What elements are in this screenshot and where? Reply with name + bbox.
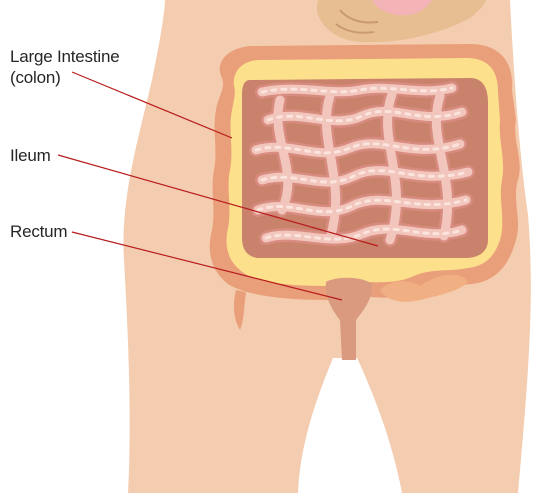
- label-ileum: Ileum: [10, 145, 51, 166]
- label-large-intestine-line1: Large Intestine: [10, 46, 119, 67]
- label-large-intestine: Large Intestine (colon): [10, 46, 119, 88]
- label-rectum: Rectum: [10, 221, 67, 242]
- label-large-intestine-line2: (colon): [10, 67, 119, 88]
